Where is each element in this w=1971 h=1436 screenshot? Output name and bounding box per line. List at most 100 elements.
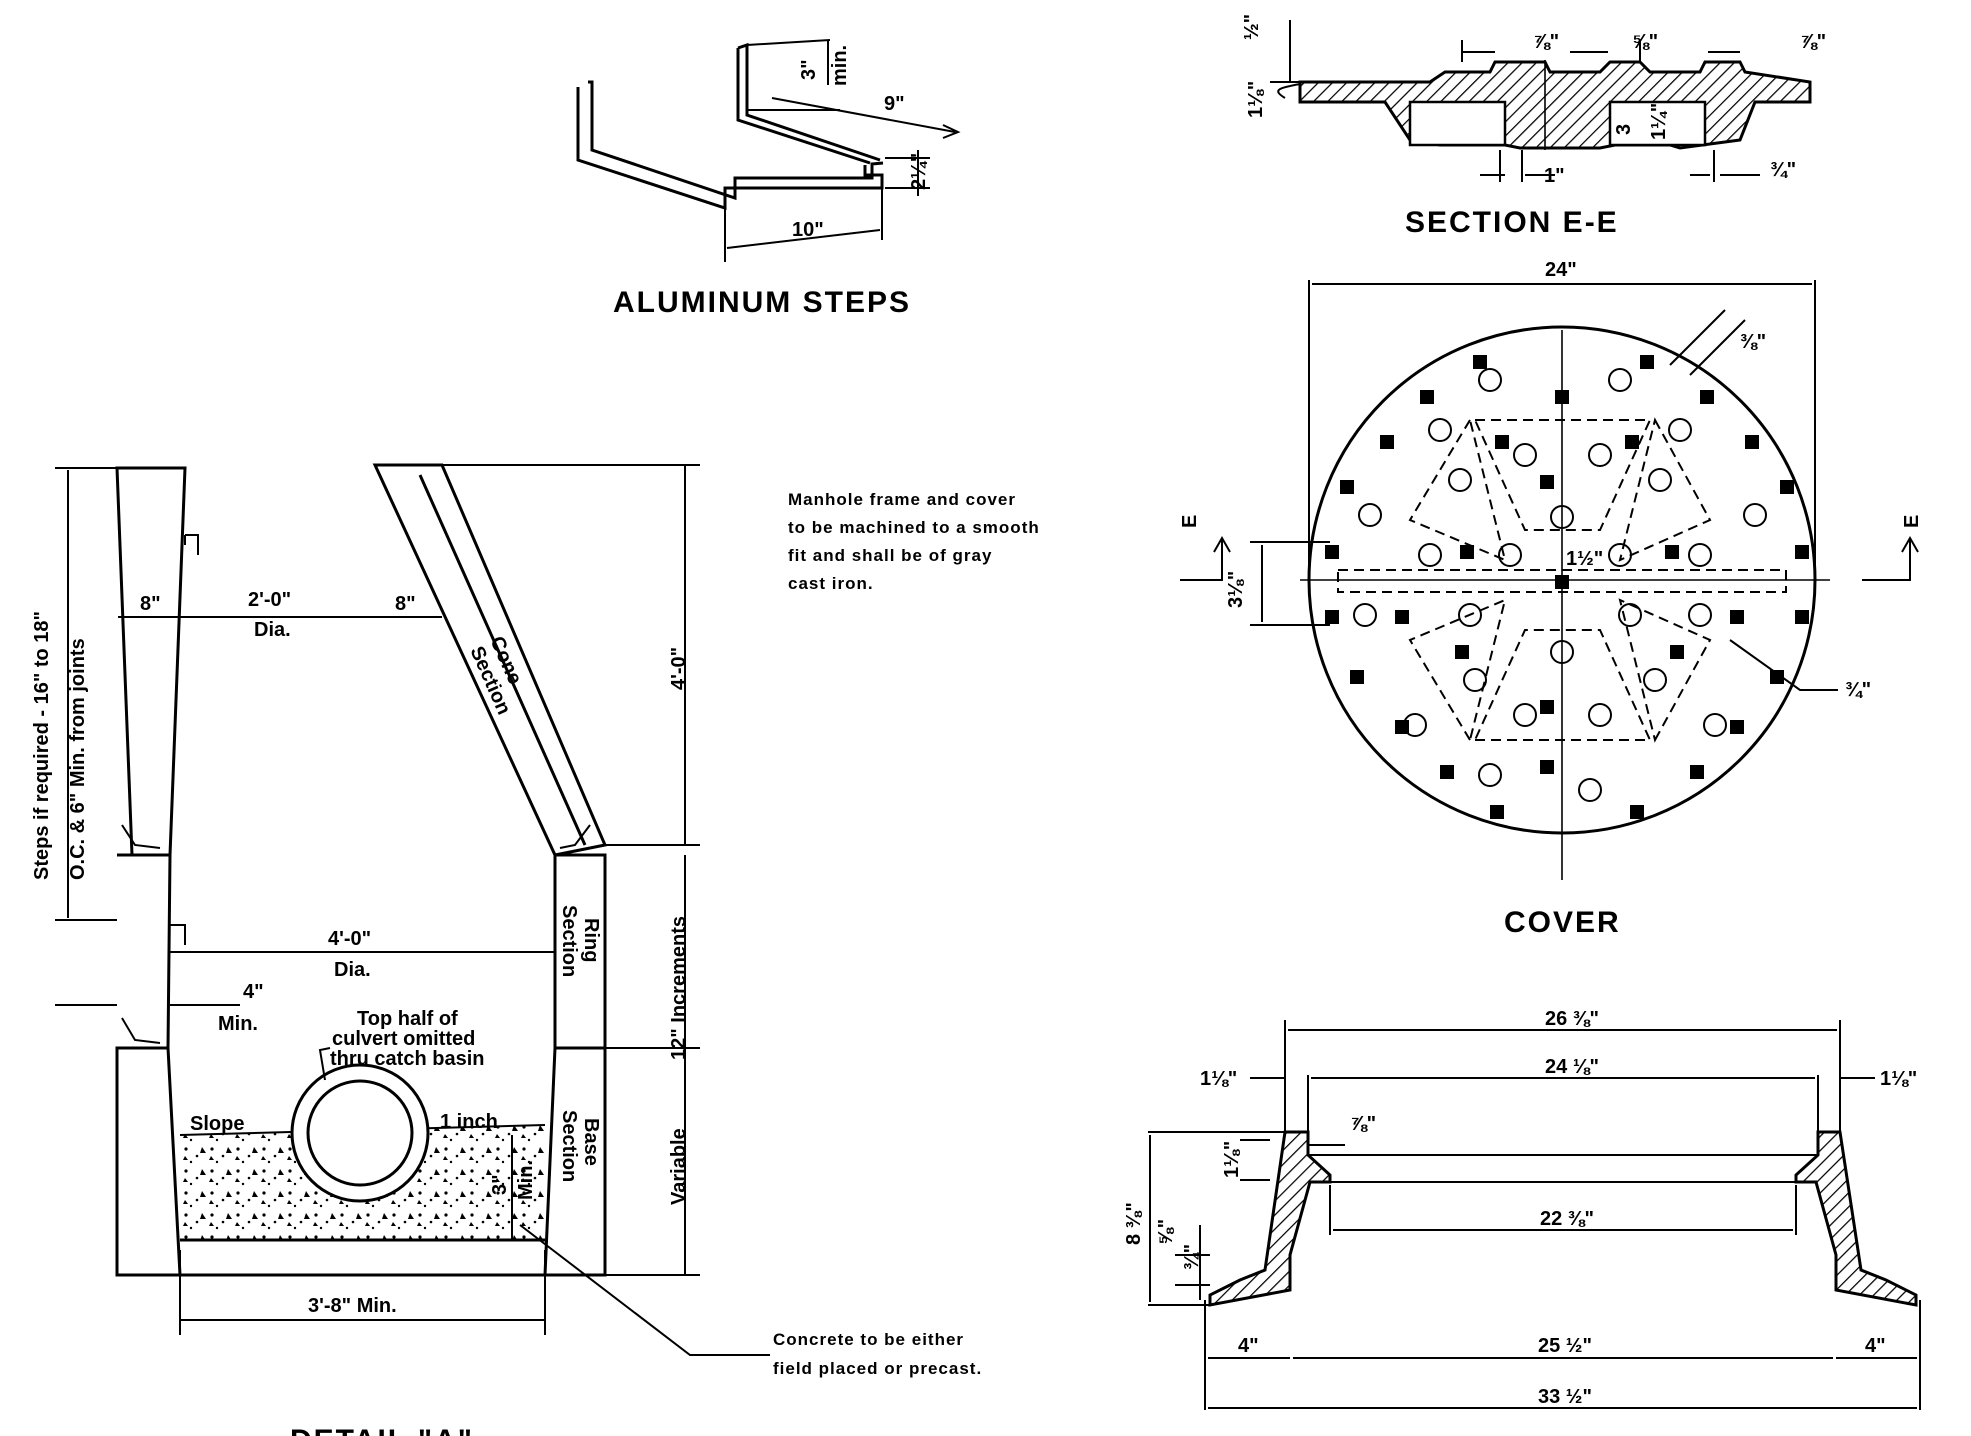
frame-note-line4: cast iron. [788,574,874,593]
section-ee-1quarter-label: 1¼" [1648,103,1670,140]
frame-1eighth-vertical-dim [1240,1139,1270,1181]
cover-1half-label: 1½" [1566,548,1603,570]
frame-33-label: 33 ½" [1538,1386,1592,1408]
frame-24-dim [1307,1075,1819,1155]
min-3in-base-sub: Min. [515,1160,537,1200]
section-ee-void-left [1408,100,1507,147]
section-cut-marker-left [1180,535,1231,581]
diameter-2ft-label: 2'-0" [248,589,291,611]
min-3in-base-label: 3" [489,1174,511,1195]
frame-1eighth-vertical-label: 1⅛" [1221,1141,1243,1178]
diameter-2ft-sub: Dia. [254,619,291,641]
section-marker-e-left: E [1179,515,1201,528]
culvert-inner [306,1079,414,1187]
culvert-leader [318,1047,331,1081]
cover-rib-lower-left [1408,598,1507,743]
steps-note-line1: Steps if required - 16" to 18" [31,611,53,880]
steps-3in-label: 3" [798,59,820,80]
manhole-section-drawing [55,463,770,1356]
steps-10in-label: 10" [792,219,824,241]
slope-label: Slope [190,1113,244,1135]
step-leg-right-inner [736,48,871,165]
base-section-label: Section [558,1110,580,1182]
cover-rib-lower-right [1618,598,1712,743]
base-width-label: 3'-8" Min. [308,1295,397,1317]
section-ee-top-dims [1461,40,1740,62]
ring-label: Ring [580,918,602,962]
step-dim-3in [746,39,840,111]
section-ee-7eighth-label: ⅞" [1533,31,1559,53]
frame-4in-left-label: 4" [1238,1335,1259,1357]
frame-note-line1: Manhole frame and cover [788,490,1016,509]
section-ee-7eighth-b-label: ⅞" [1800,31,1826,53]
section-ee-void-right [1608,100,1707,147]
frame-25-label: 25 ½" [1538,1335,1592,1357]
section-ee-1eighth-label: 1⅛" [1245,81,1267,118]
frame-note-line3: fit and shall be of gray [788,546,992,565]
concrete-leader [519,1224,770,1356]
cover-rib-top [1473,419,1652,531]
cover-3eighth-vertical-dim [1250,541,1330,626]
frame-height-dim [1148,1131,1285,1306]
culvert-note-line2: culvert omitted [332,1028,475,1050]
cover-rib-bottom [1473,629,1652,741]
left-wall-ring [117,853,172,1050]
frame-4in-right-label: 4" [1865,1335,1886,1357]
ring-section-label: Section [558,905,580,977]
steps-note-line2: O.C. & 6" Min. from joints [67,638,89,880]
cover-3quarter-label: ¾" [1845,679,1871,701]
section-cut-marker-right [1862,535,1919,581]
concrete-note-line2: field placed or precast. [773,1359,982,1378]
cover-square-lugs [1325,355,1809,819]
aluminum-steps-drawing [576,39,961,262]
cover-3eighth-label: ⅜" [1740,331,1766,353]
frame-25-dim [1289,1260,1837,1359]
cover-center-band [1337,569,1787,593]
cover-3quarter-leader [1729,639,1838,691]
step-dim-2quarter [885,150,930,196]
dim-steps-note [55,467,117,921]
cover-drawing [1180,280,1919,880]
frame-1eighth-left-label: 1⅛" [1200,1068,1237,1090]
frame-22-dim [1329,1185,1797,1235]
frame-small-dims [1175,1225,1210,1300]
section-ee-leader [1277,83,1301,99]
frame-note: Manhole frame and cover to be machined t… [788,490,1040,593]
frame-5eighth-label: ⅝" [1155,1219,1177,1245]
frame-section-drawing [1148,1020,1921,1410]
left-wall-top [115,466,187,857]
step-dim-9in [771,97,961,139]
cover-3eighth-dim [1669,309,1746,376]
increments-label: 12" Increments [668,916,690,1060]
base-label: Base [580,1118,602,1166]
frame-height-label: 8 ⅜" [1123,1202,1145,1245]
aluminum-steps-title: ALUMINUM STEPS [613,286,911,319]
cover-24in-label: 24" [1545,259,1577,281]
frame-note-line2: to be machined to a smooth [788,518,1040,537]
dim-variable [605,1048,700,1276]
frame-3quarter-label: ¾" [1181,1244,1203,1270]
detail-partial-title: DETAIL "A" [290,1424,474,1436]
steps-9in-label: 9" [884,93,905,115]
steps-min-label: min. [829,45,851,86]
min-4in-label: 4" [243,981,264,1003]
cover-24in-dim [1308,280,1816,575]
dim-base-width [179,1250,546,1335]
cover-title: COVER [1504,906,1621,939]
section-ee-1in-label: 1" [1544,165,1565,187]
one-inch-label: 1 inch [440,1111,498,1133]
cover-rib-upper-left [1408,417,1507,562]
diameter-4ft-sub: Dia. [334,959,371,981]
cover-hole-pattern [1353,368,1767,802]
frame-33-dim [1204,1300,1921,1410]
frame-1eighth-right-label: 1⅛" [1880,1068,1917,1090]
steps-2quarter-label: 2¼" [908,153,930,190]
frame-24-label: 24 ⅛" [1545,1056,1599,1078]
section-ee-half-dim [1270,20,1300,83]
frame-26-dim [1284,1020,1841,1132]
concrete-note-line1: Concrete to be either [773,1330,964,1349]
section-ee-bottom-dims [1480,150,1760,182]
frame-26-label: 26 ⅜" [1545,1008,1599,1030]
